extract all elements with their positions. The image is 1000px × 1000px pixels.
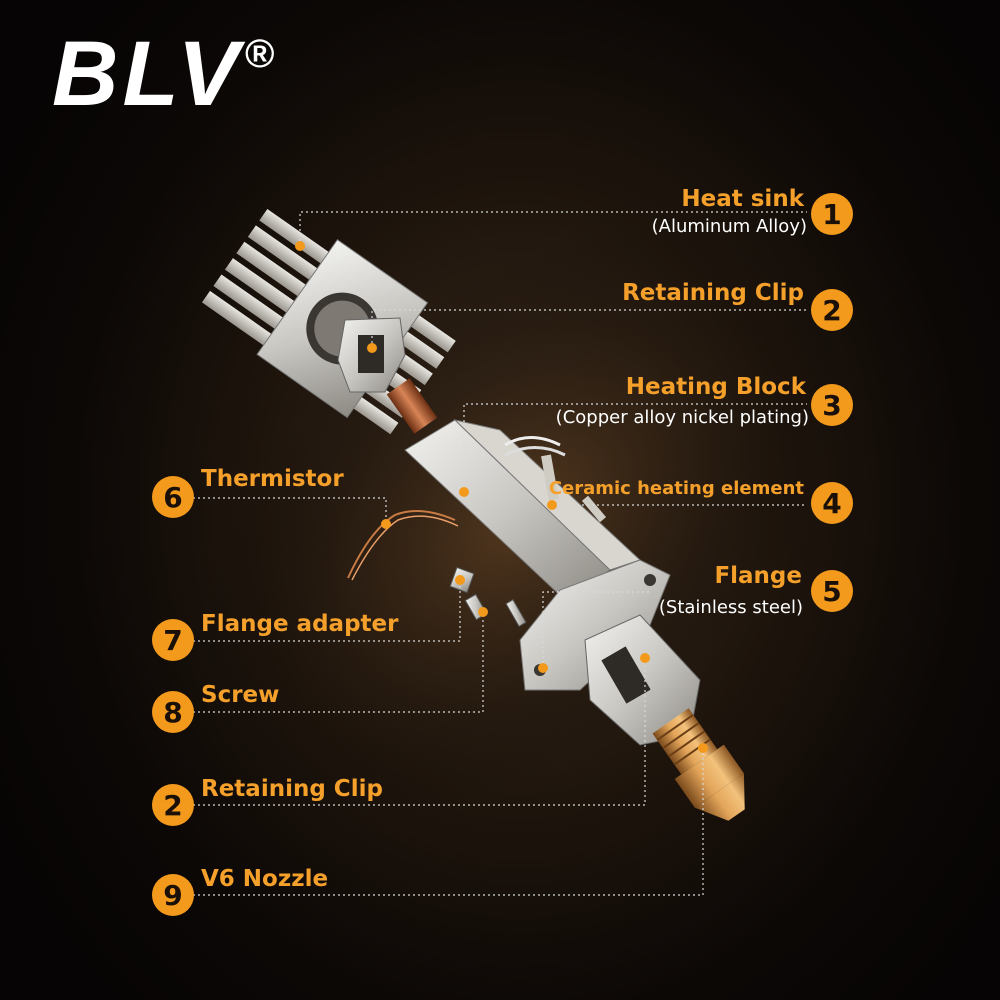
callout-1-badge: 1 <box>811 193 853 235</box>
heat-break-part <box>386 378 438 434</box>
callout-3-badge: 3 <box>811 384 853 426</box>
callout-2-top-title: Retaining Clip <box>622 280 804 306</box>
callout-9-badge: 9 <box>152 874 194 916</box>
callout-2-bottom-title: Retaining Clip <box>201 776 383 802</box>
callout-5-title: Flange <box>714 563 802 589</box>
registered-mark: ® <box>244 32 279 76</box>
callout-2-top-badge: 2 <box>811 289 853 331</box>
callout-7-badge: 7 <box>152 619 194 661</box>
callout-4-badge: 4 <box>811 482 853 524</box>
retaining-clip-top-part <box>337 317 406 393</box>
thermistor-part <box>347 510 459 581</box>
leader-lines <box>193 211 807 896</box>
callout-8-badge: 8 <box>152 691 194 733</box>
callout-6-title: Thermistor <box>201 466 344 492</box>
callout-7-title: Flange adapter <box>201 611 399 637</box>
callout-2-bottom-badge: 2 <box>152 784 194 826</box>
callout-3-subtitle: (Copper alloy nickel plating) <box>555 407 809 428</box>
callout-6-badge: 6 <box>152 476 194 518</box>
v6-nozzle-part <box>652 708 745 821</box>
heating-block-part <box>404 419 641 601</box>
callout-9-title: V6 Nozzle <box>201 866 329 892</box>
callout-5-subtitle: (Stainless steel) <box>658 597 803 618</box>
callout-1-subtitle: (Aluminum Alloy) <box>651 216 807 237</box>
leader-dots <box>295 241 708 753</box>
callout-1-title: Heat sink <box>681 186 804 212</box>
brand-logo: BLV® <box>52 23 279 125</box>
callout-3-title: Heating Block <box>625 374 806 400</box>
ceramic-heating-element-part <box>504 436 607 523</box>
callout-4-title: Ceramic heating element <box>548 478 804 499</box>
callout-5-badge: 5 <box>811 570 853 612</box>
callout-8-title: Screw <box>201 682 280 708</box>
